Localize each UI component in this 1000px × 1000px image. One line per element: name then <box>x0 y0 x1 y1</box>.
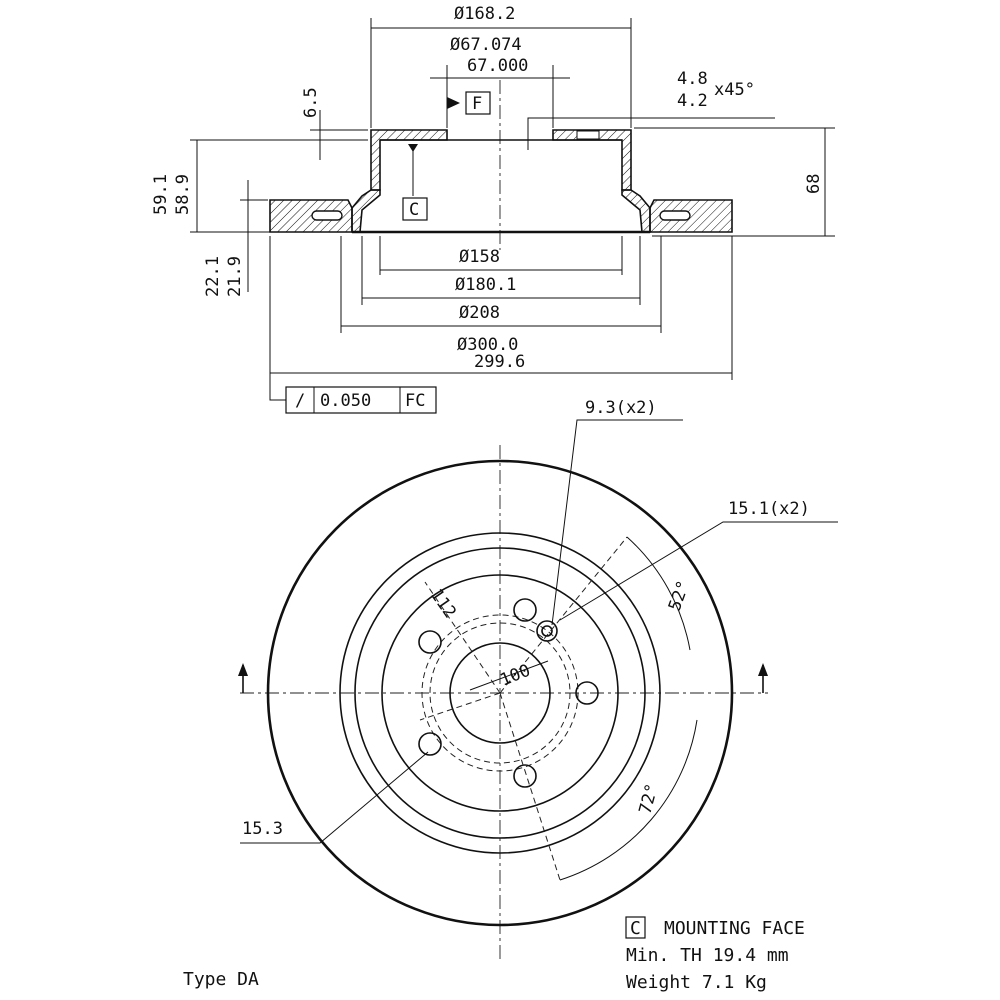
pcd-112-circle <box>421 614 579 772</box>
angle-52: 52° <box>665 578 694 614</box>
pcd-100-circle <box>429 622 571 764</box>
mounting-face-box-label: C <box>630 918 641 939</box>
dim-d-67-max: Ø67.074 <box>450 35 522 55</box>
vent-slot-right <box>659 210 691 221</box>
dim-67-min: 67.000 <box>467 56 528 76</box>
datum-f-box <box>465 91 491 115</box>
dim-d-180: Ø180.1 <box>455 275 516 295</box>
dim-chamfer-max: 4.8 <box>677 69 708 89</box>
leader-15-1 <box>559 521 838 621</box>
section-arrow-right <box>758 663 768 676</box>
hat-inner-edge <box>381 574 619 812</box>
tol-symbol: / <box>295 391 305 411</box>
dim-22-1: 22.1 <box>203 256 223 297</box>
min-thickness-note: Min. TH 19.4 mm <box>626 945 789 966</box>
leader-15-3 <box>240 751 429 844</box>
section-arrow-left <box>238 663 248 676</box>
dim-chamfer-min: 4.2 <box>677 91 708 111</box>
vent-slot-left <box>311 210 343 221</box>
hat-outer-edge <box>354 547 646 839</box>
datum-c-label: C <box>409 200 419 220</box>
rotor-ring-right <box>649 199 733 233</box>
hat-left-neck <box>351 189 381 233</box>
tolerance-frame <box>285 386 437 414</box>
dim-d-158: Ø158 <box>459 247 500 267</box>
mounting-face-note: MOUNTING FACE <box>664 918 805 939</box>
center-bore <box>449 642 551 744</box>
tol-datums: FC <box>405 391 425 411</box>
dim-chamfer-angle: x45° <box>714 80 755 100</box>
dim-6-5: 6.5 <box>301 87 321 118</box>
hat-left-wall <box>370 129 448 191</box>
bolt-hole <box>575 681 599 705</box>
angle-arc-72 <box>559 719 698 881</box>
dim-68: 68 <box>804 174 824 194</box>
datum-f-marker <box>447 97 460 109</box>
chamfer-leader <box>527 117 775 150</box>
bolt-hole <box>513 764 537 788</box>
dim-21-9: 21.9 <box>225 256 245 297</box>
hat-right-neck <box>621 189 651 233</box>
disc-outer-edge <box>266 459 734 927</box>
section-view <box>190 18 835 414</box>
locating-hole <box>536 620 558 642</box>
dim-299-6: 299.6 <box>474 352 525 372</box>
braking-inner-edge <box>339 532 661 854</box>
dim-d-300: Ø300.0 <box>457 335 518 355</box>
bolt-hole <box>513 598 537 622</box>
type-label: Type DA <box>183 969 259 990</box>
chamfer-detail <box>576 130 600 140</box>
dim-100: 100 <box>497 661 533 691</box>
datum-f-label: F <box>472 94 482 114</box>
bolt-hole <box>418 732 442 756</box>
tol-value: 0.050 <box>320 391 371 411</box>
datum-c-marker <box>408 144 418 152</box>
dim-58-9: 58.9 <box>173 174 193 215</box>
dim-59-1: 59.1 <box>151 174 171 215</box>
weight-note: Weight 7.1 Kg <box>626 972 767 993</box>
bolt-hole <box>418 630 442 654</box>
leader-9-3 <box>551 419 683 626</box>
dim-d-168: Ø168.2 <box>454 4 515 24</box>
rotor-ring-left <box>269 199 353 233</box>
dim-15-3: 15.3 <box>242 819 283 839</box>
dim-15-1: 15.1(x2) <box>728 499 810 519</box>
mounting-face-box <box>625 916 646 939</box>
dim-9-3: 9.3(x2) <box>585 398 657 418</box>
front-view <box>238 419 838 960</box>
dim-d-208: Ø208 <box>459 303 500 323</box>
angle-arc-52 <box>626 536 691 651</box>
datum-c-box <box>402 197 428 221</box>
